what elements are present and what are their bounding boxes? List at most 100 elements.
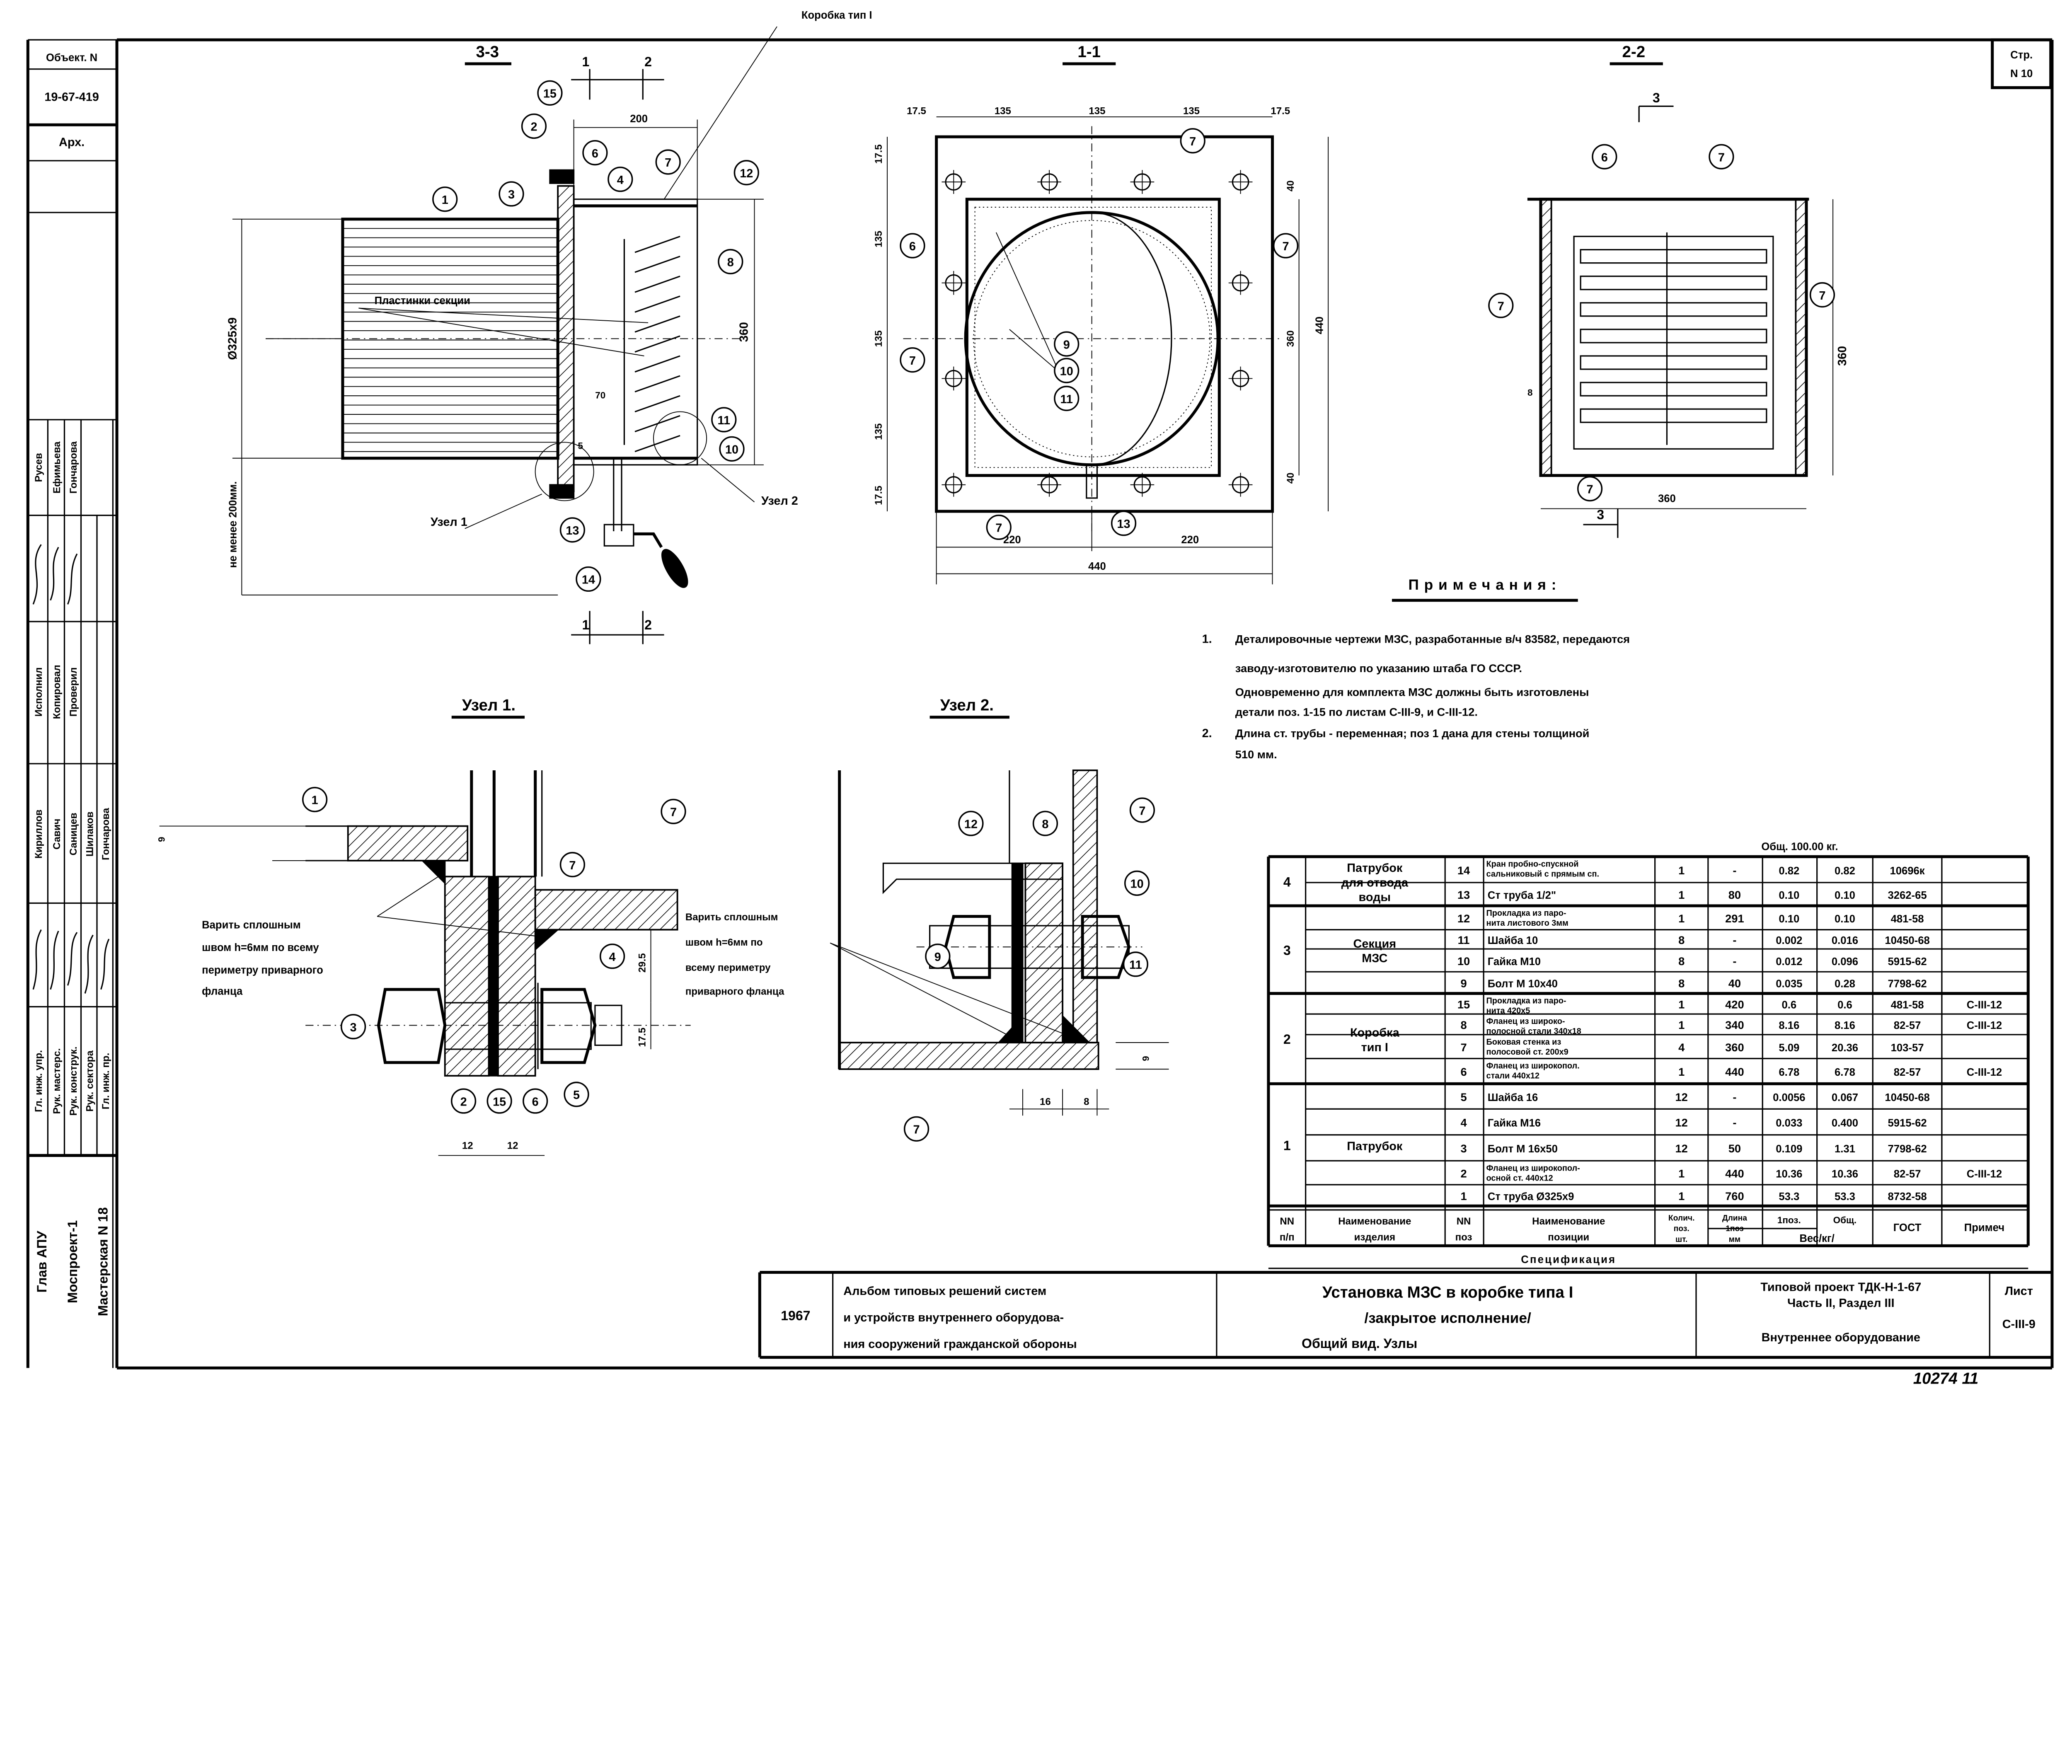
- left-stamp-grid: [26, 39, 117, 1368]
- callout: 7: [1273, 233, 1299, 259]
- quantity: 1: [1678, 1065, 1685, 1078]
- length: 420: [1725, 998, 1744, 1011]
- dim-plate: 70: [595, 390, 605, 401]
- weld-note: швом h=6мм по: [685, 937, 763, 948]
- position-number: 14: [1457, 864, 1470, 877]
- dim: 9: [1140, 1056, 1151, 1061]
- callout: 6: [900, 233, 925, 259]
- spec-total: Общ. 100.00 кг.: [1761, 841, 1838, 852]
- callout: 7: [661, 799, 686, 824]
- position-name: Ст труба 1/2": [1488, 890, 1556, 901]
- quantity: 8: [1678, 955, 1685, 968]
- quantity: 12: [1675, 1142, 1688, 1155]
- note-line: 510 мм.: [1235, 748, 1277, 761]
- node1-ref: Узел 1: [431, 515, 467, 529]
- header-pos: NN: [1457, 1216, 1471, 1227]
- gost: 10450-68: [1885, 935, 1929, 946]
- position-number: 13: [1457, 888, 1470, 901]
- header-qty: шт.: [1675, 1235, 1687, 1244]
- weld-note: фланца: [202, 986, 243, 997]
- node2-ref: Узел 2: [761, 494, 798, 508]
- gost: 82-57: [1894, 1020, 1921, 1031]
- dim-right: 360: [1285, 330, 1296, 347]
- callout-number: 11: [1129, 958, 1142, 972]
- name-top: Русев: [33, 453, 44, 482]
- unit-weight: 0.10: [1779, 913, 1799, 925]
- gost: 82-57: [1894, 1067, 1921, 1078]
- quantity: 1: [1678, 912, 1685, 925]
- group-number: 4: [1283, 874, 1291, 889]
- callout-number: 14: [582, 573, 595, 587]
- note: С-III-12: [1967, 999, 2002, 1011]
- dim-top: 17.5: [1271, 106, 1290, 117]
- callout-number: 10: [1060, 365, 1073, 378]
- org-name: Глав АПУ: [34, 1230, 49, 1292]
- quantity: 12: [1675, 1091, 1688, 1103]
- gost: 103-57: [1891, 1042, 1924, 1054]
- name-bottom: Саницев: [68, 813, 79, 855]
- plates-label: Пластинки секции: [375, 295, 470, 307]
- callout-number: 7: [1189, 135, 1196, 148]
- sheet-number: С-III-9: [2002, 1318, 2036, 1331]
- callout: 11: [1123, 951, 1148, 977]
- view-title: 3-3: [476, 43, 499, 61]
- callout-number: 12: [964, 818, 978, 831]
- note: С-III-12: [1967, 1020, 2002, 1031]
- callout-number: 2: [530, 121, 537, 134]
- dim-top: 135: [1089, 106, 1105, 117]
- dim-width: 200: [630, 113, 648, 125]
- callout: 7: [1488, 293, 1514, 318]
- position-name: Прокладка из паро-: [1486, 996, 1566, 1005]
- album-line: Альбом типовых решений систем: [843, 1285, 1046, 1298]
- callout: 2: [450, 1088, 477, 1114]
- gost: 481-58: [1891, 999, 1924, 1011]
- drawing-title: /закрытое исполнение/: [1364, 1310, 1531, 1326]
- weld-note: швом h=6мм по всему: [202, 942, 319, 953]
- weld-note: Варить сплошным: [685, 912, 778, 923]
- view-2-2: [1527, 62, 1834, 538]
- header-note: Примеч: [1964, 1222, 2004, 1234]
- length: 40: [1728, 977, 1741, 990]
- callout-number: 15: [493, 1095, 506, 1108]
- quantity: 1: [1678, 888, 1685, 901]
- node-1-detail: [159, 716, 691, 1156]
- total-weight: 0.10: [1835, 913, 1855, 925]
- node-title: Узел 1.: [462, 697, 516, 714]
- callout-number: 7: [569, 859, 576, 872]
- quantity: 8: [1678, 934, 1685, 946]
- length: 80: [1728, 888, 1741, 901]
- callout: 7: [900, 347, 925, 373]
- position-name: Фланец из широкопол.: [1486, 1062, 1580, 1071]
- total-weight: 0.28: [1835, 978, 1855, 990]
- gost: 7798-62: [1888, 1143, 1927, 1155]
- length: -: [1733, 864, 1736, 877]
- node-2-detail: [830, 716, 1169, 1116]
- unit-weight: 53.3: [1779, 1191, 1799, 1203]
- dim: 17.5: [637, 1028, 648, 1047]
- callout: 14: [576, 566, 601, 592]
- album-line: ния сооружений гражданской обороны: [843, 1338, 1077, 1351]
- gost: 8732-58: [1888, 1191, 1927, 1203]
- dim-width: 360: [1658, 493, 1676, 505]
- callout-number: 3: [508, 188, 515, 201]
- section-mark: 3: [1597, 507, 1604, 522]
- name-top: Ефимьева: [51, 441, 63, 494]
- callout-number: 4: [609, 951, 616, 964]
- total-weight: 0.096: [1832, 956, 1858, 968]
- dim-top: 135: [1183, 106, 1200, 117]
- name-bottom: Савич: [51, 819, 63, 849]
- callout-number: 9: [934, 951, 941, 964]
- callout: 1: [432, 186, 458, 212]
- callout: 7: [559, 852, 586, 878]
- callout: 12: [733, 160, 759, 186]
- callout-number: 8: [1042, 818, 1048, 831]
- object-label: Объект. N: [46, 52, 97, 63]
- org-name: Моспроект-1: [65, 1220, 80, 1303]
- callout-number: 5: [578, 440, 583, 451]
- note-line: детали поз. 1-15 по листам С-III-9, и С-…: [1235, 706, 1478, 719]
- callout: 9: [925, 944, 951, 969]
- total-weight: 6.78: [1835, 1067, 1855, 1078]
- position-name: Шайба 10: [1488, 935, 1538, 946]
